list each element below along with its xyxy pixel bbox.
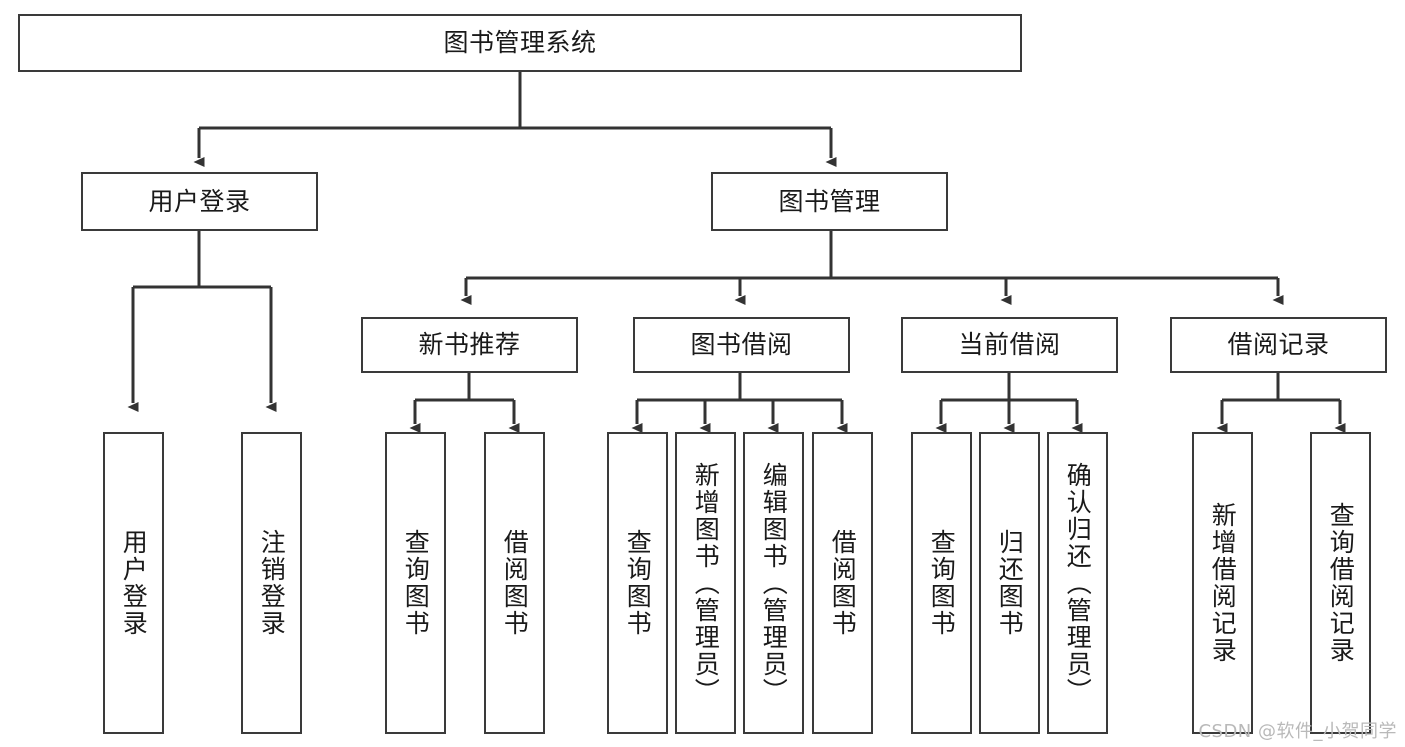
node-label: 图书借阅 xyxy=(690,330,793,359)
node-leaf-query-book-current[interactable]: 查询图书 xyxy=(911,432,972,734)
node-leaf-edit-book-admin[interactable]: 编辑图书（管理员） xyxy=(743,432,804,734)
node-leaf-user-login[interactable]: 用户登录 xyxy=(103,432,164,734)
node-leaf-add-borrow-record[interactable]: 新增借阅记录 xyxy=(1192,432,1253,734)
csdn-watermark: CSDN @软件_小贺同学 xyxy=(1198,721,1397,742)
node-leaf-query-book-borrow[interactable]: 查询图书 xyxy=(607,432,668,734)
node-label: 新增图书（管理员） xyxy=(691,461,721,705)
node-label: 借阅图书 xyxy=(500,529,530,637)
node-root-book-management-system[interactable]: 图书管理系统 xyxy=(18,14,1022,72)
node-leaf-logout[interactable]: 注销登录 xyxy=(241,432,302,734)
node-label: 编辑图书（管理员） xyxy=(759,461,789,705)
node-label: 新书推荐 xyxy=(418,330,521,359)
node-book-borrow[interactable]: 图书借阅 xyxy=(633,317,850,373)
node-label: 归还图书 xyxy=(995,529,1025,637)
node-leaf-confirm-return-admin[interactable]: 确认归还（管理员） xyxy=(1047,432,1108,734)
node-label: 借阅图书 xyxy=(828,529,858,637)
node-label: 注销登录 xyxy=(257,529,287,637)
node-label: 图书管理 xyxy=(778,186,881,216)
node-borrow-records[interactable]: 借阅记录 xyxy=(1170,317,1387,373)
node-book-management[interactable]: 图书管理 xyxy=(711,172,948,231)
node-current-borrow[interactable]: 当前借阅 xyxy=(901,317,1118,373)
node-label: 查询图书 xyxy=(623,529,653,637)
node-leaf-query-borrow-record[interactable]: 查询借阅记录 xyxy=(1310,432,1371,734)
node-label: 确认归还（管理员） xyxy=(1063,461,1093,705)
node-leaf-add-book-admin[interactable]: 新增图书（管理员） xyxy=(675,432,736,734)
node-new-book-recommend[interactable]: 新书推荐 xyxy=(361,317,578,373)
node-leaf-borrow-book[interactable]: 借阅图书 xyxy=(812,432,873,734)
node-leaf-query-book-recommend[interactable]: 查询图书 xyxy=(385,432,446,734)
node-label: 新增借阅记录 xyxy=(1208,502,1238,664)
node-label: 借阅记录 xyxy=(1227,330,1330,359)
node-leaf-borrow-book-recommend[interactable]: 借阅图书 xyxy=(484,432,545,734)
node-label: 查询借阅记录 xyxy=(1326,502,1356,664)
node-label: 查询图书 xyxy=(401,529,431,637)
node-label: 当前借阅 xyxy=(958,330,1061,359)
node-leaf-return-book[interactable]: 归还图书 xyxy=(979,432,1040,734)
node-label: 用户登录 xyxy=(119,529,149,637)
node-label: 查询图书 xyxy=(927,529,957,637)
node-label: 图书管理系统 xyxy=(443,28,597,57)
node-label: 用户登录 xyxy=(148,186,251,216)
node-user-login[interactable]: 用户登录 xyxy=(81,172,318,231)
